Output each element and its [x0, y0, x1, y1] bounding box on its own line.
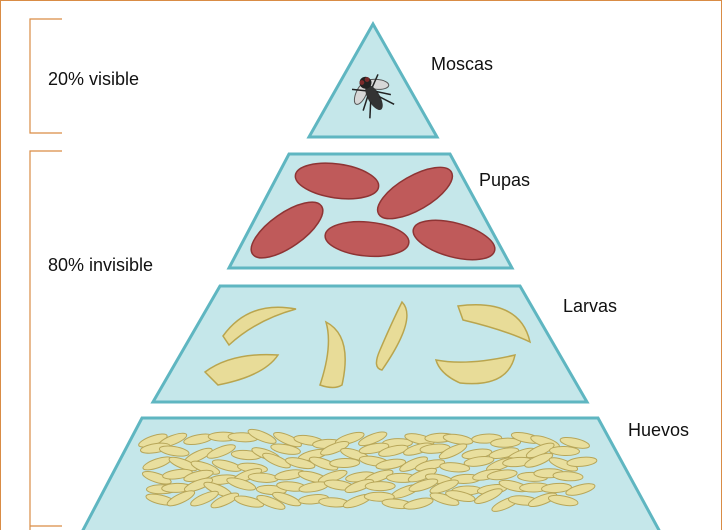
- tier-label-pupas: Pupas: [479, 171, 530, 189]
- tier-label-larvas: Larvas: [563, 297, 617, 315]
- visible-percentage-label: 20% visible: [48, 70, 139, 88]
- invisible-percentage-label: 80% invisible: [48, 256, 153, 274]
- egg-icon: [365, 482, 395, 491]
- tier-label-moscas: Moscas: [431, 55, 493, 73]
- invisible-bracket: [30, 151, 62, 530]
- tier-label-huevos: Huevos: [628, 421, 689, 439]
